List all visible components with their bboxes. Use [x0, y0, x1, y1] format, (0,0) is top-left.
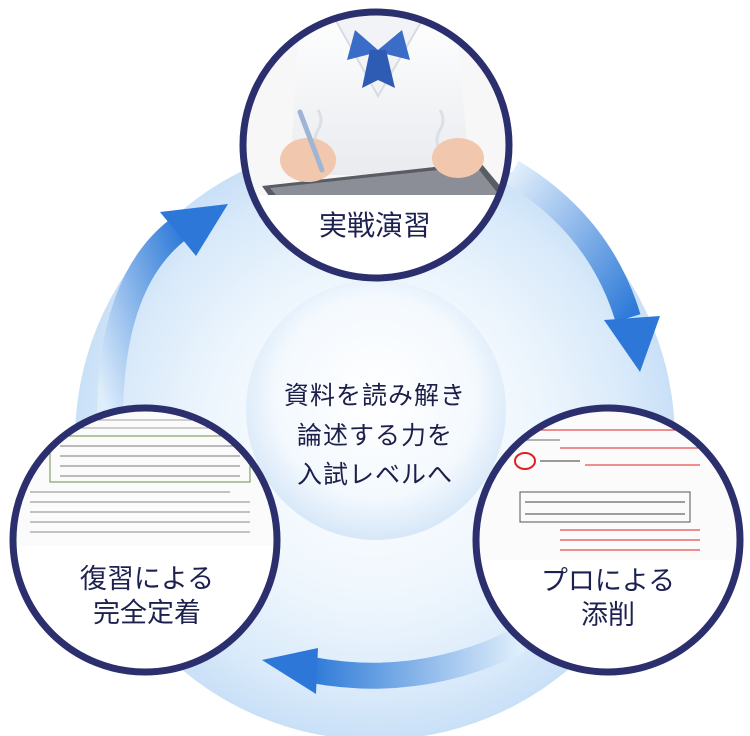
node-left-label-line-1: 復習による — [79, 564, 215, 595]
node-right-label-line-1: プロによる — [540, 566, 676, 597]
node-top-label: 実戦演習 — [283, 208, 467, 243]
node-left — [9, 404, 281, 676]
arrow-right-to-left — [262, 628, 526, 694]
node-left-label-line-2: 完全定着 — [93, 597, 201, 629]
center-circle — [246, 280, 506, 540]
center-caption-line-1: 資料を読み解き — [283, 381, 466, 410]
node-top-label-line-1: 実戦演習 — [318, 209, 431, 242]
node-right-label-line-2: 添削 — [581, 599, 635, 631]
arrow-top-to-right — [505, 160, 660, 372]
node-left-label: 復習による 完全定着 — [32, 563, 262, 631]
arrow-left-to-top — [97, 204, 228, 421]
center-caption-line-2: 論述する力を — [296, 420, 453, 450]
center-caption: 資料を読み解き 論述する力を 入試レベルへ — [250, 376, 500, 495]
center-caption-line-3: 入試レベルへ — [296, 460, 453, 489]
node-top — [239, 8, 513, 282]
node-right-label: プロによる 添削 — [493, 565, 723, 633]
